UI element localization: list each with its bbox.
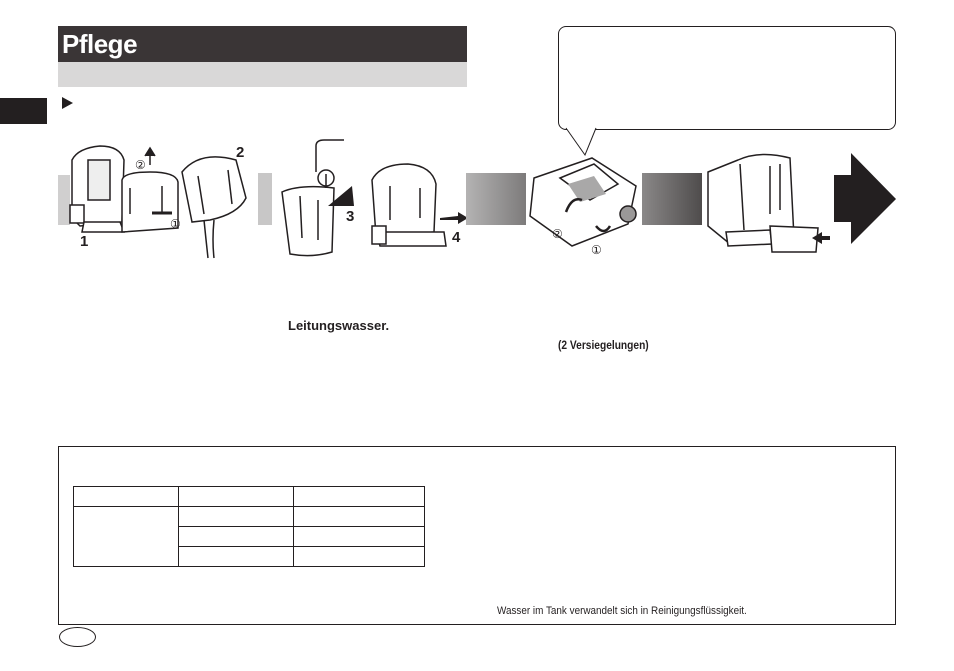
insert-arrow-icon bbox=[812, 232, 830, 244]
page-title: Pflege bbox=[62, 29, 138, 59]
title-bar: Pflege bbox=[58, 26, 467, 62]
final-station-icon bbox=[707, 153, 819, 253]
rotate-arrow-icon bbox=[564, 198, 612, 233]
table-cell bbox=[178, 486, 294, 507]
table-cell bbox=[293, 546, 425, 567]
step-number-3: 3 bbox=[346, 208, 355, 225]
table-row bbox=[73, 506, 425, 567]
callout-bubble bbox=[558, 26, 896, 130]
table-cell bbox=[73, 506, 179, 567]
info-box bbox=[58, 446, 896, 625]
table-cell bbox=[178, 546, 294, 567]
circled-1-step-b: ① bbox=[591, 243, 602, 257]
gradient-panel-1 bbox=[466, 173, 526, 225]
step-number-4: 4 bbox=[452, 229, 461, 246]
table-row bbox=[74, 546, 425, 567]
bullet-arrow-icon bbox=[62, 97, 73, 109]
grey-bar-mid bbox=[258, 173, 272, 225]
section-tab bbox=[0, 98, 47, 124]
table-cell bbox=[178, 506, 294, 527]
table-cell bbox=[293, 486, 425, 507]
arrow-4-icon bbox=[440, 212, 468, 224]
cartridge-icon bbox=[529, 157, 637, 247]
arrow-3-icon bbox=[328, 186, 354, 206]
info-table bbox=[73, 486, 425, 567]
tank-pour-icon bbox=[181, 156, 247, 259]
table-row bbox=[74, 526, 425, 547]
cleaning-steps-illustration: ② ① bbox=[58, 127, 896, 259]
water-fill-icon bbox=[281, 139, 344, 257]
tank-insert-icon bbox=[371, 163, 447, 247]
table-row bbox=[73, 486, 425, 507]
tap-water-caption: Leitungswasser. bbox=[288, 318, 390, 333]
table-cell bbox=[293, 526, 425, 547]
table-cell bbox=[73, 486, 179, 507]
step-number-2: 2 bbox=[236, 144, 245, 161]
page-number-badge bbox=[59, 627, 96, 647]
circled-2-step-a: ② bbox=[135, 158, 146, 172]
circled-2-step-b: ② bbox=[552, 227, 563, 241]
seals-caption: (2 Versiegelungen) bbox=[558, 338, 649, 352]
next-arrow-icon bbox=[834, 153, 896, 244]
cleaning-station-icon bbox=[69, 145, 126, 233]
tank-icon bbox=[121, 146, 179, 233]
grey-bar-left bbox=[58, 175, 70, 225]
circled-1-step-a: ① bbox=[170, 217, 181, 231]
bubble-tail bbox=[565, 127, 597, 157]
footnote-text: Wasser im Tank verwandelt sich in Reinig… bbox=[497, 605, 747, 617]
gradient-panel-2 bbox=[642, 173, 702, 225]
table-cell bbox=[178, 526, 294, 547]
step-number-1: 1 bbox=[80, 233, 89, 250]
subtitle-bar bbox=[58, 62, 467, 87]
table-cell bbox=[293, 506, 425, 527]
